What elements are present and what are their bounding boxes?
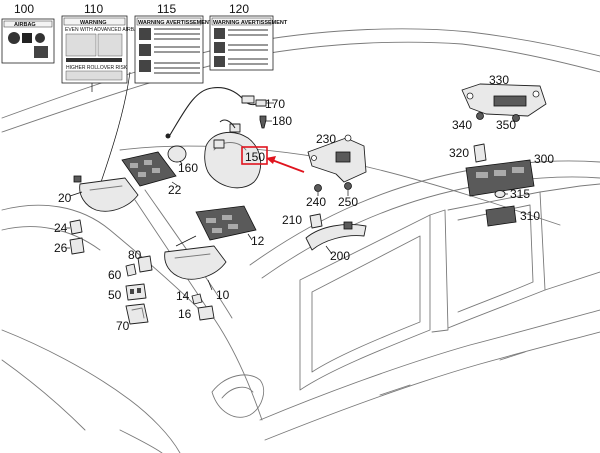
label-330[interactable]: 330: [489, 73, 509, 87]
part-350-screw: [512, 114, 520, 122]
label-150[interactable]: 150: [245, 150, 265, 164]
part-50-bracket: [125, 283, 147, 301]
part-60-clip: [125, 263, 137, 277]
part-310-lens: [485, 205, 517, 227]
part-20-sun-visor: [69, 175, 139, 212]
part-330-bracket: [461, 83, 547, 117]
label-26[interactable]: 26: [54, 241, 68, 255]
part-16-cover: [197, 305, 215, 321]
label-70[interactable]: 70: [116, 319, 130, 333]
highlight-150: [241, 146, 305, 173]
sticker-120-warning: WARNING AVERTISSEMENT: [209, 15, 288, 71]
label-180[interactable]: 180: [272, 114, 292, 128]
label-110[interactable]: 110: [84, 2, 103, 16]
part-180-screw: [259, 115, 272, 129]
part-10-sun-visor: [164, 235, 227, 291]
label-24[interactable]: 24: [54, 221, 68, 235]
label-12[interactable]: 12: [251, 234, 265, 248]
sticker-100-airbag: AIRBAG: [1, 18, 55, 64]
label-10[interactable]: 10: [216, 288, 230, 302]
label-230[interactable]: 230: [316, 132, 336, 146]
label-310[interactable]: 310: [520, 209, 540, 223]
sticker-110-warning: WARNING EVEN WITH ADVANCED AIRBAGS HIGHE…: [61, 15, 145, 84]
part-200-grab-handle: [305, 221, 367, 255]
part-210-clip: [309, 213, 323, 229]
part-160-lens: [167, 145, 187, 165]
label-20[interactable]: 20: [58, 191, 72, 205]
svg-text:WARNING AVERTISSEMENT: WARNING AVERTISSEMENT: [213, 20, 288, 26]
part-14-clip: [191, 293, 203, 305]
part-320-clip: [473, 143, 487, 163]
part-labels: 100 110 115 120 170 180 150 160 20 22 24…: [14, 2, 554, 333]
part-300-overhead-panel: [465, 159, 535, 197]
label-16[interactable]: 16: [178, 307, 192, 321]
part-340-screw: [476, 112, 484, 120]
label-320[interactable]: 320: [449, 146, 469, 160]
label-170[interactable]: 170: [265, 97, 285, 111]
svg-text:AIRBAG: AIRBAG: [14, 22, 36, 28]
label-250[interactable]: 250: [338, 195, 358, 209]
part-170-harness: [165, 87, 274, 139]
label-160[interactable]: 160: [178, 161, 198, 175]
svg-text:WARNING: WARNING: [80, 20, 107, 26]
label-120[interactable]: 120: [229, 2, 249, 16]
label-350[interactable]: 350: [496, 118, 516, 132]
part-26-clip: [66, 237, 85, 255]
label-22[interactable]: 22: [168, 183, 182, 197]
svg-text:EVEN WITH ADVANCED AIRBAGS: EVEN WITH ADVANCED AIRBAGS: [65, 27, 145, 33]
label-315[interactable]: 315: [510, 187, 530, 201]
part-12-console: [195, 205, 257, 241]
label-210[interactable]: 210: [282, 213, 302, 227]
label-340[interactable]: 340: [452, 118, 472, 132]
part-250-screw: [344, 182, 352, 196]
part-240-screw: [314, 184, 322, 196]
part-22-overhead-console: [121, 151, 179, 187]
part-315-bulb: [494, 190, 508, 198]
label-80[interactable]: 80: [128, 248, 142, 262]
svg-text:HIGHER ROLLOVER RISK: HIGHER ROLLOVER RISK: [66, 65, 128, 71]
sticker-115-warning: WARNING AVERTISSEMENT: [134, 15, 213, 84]
part-80-clip: [137, 255, 153, 273]
label-14[interactable]: 14: [176, 289, 190, 303]
part-70-cover: [125, 303, 149, 325]
label-115[interactable]: 115: [157, 2, 176, 16]
label-60[interactable]: 60: [108, 268, 122, 282]
label-240[interactable]: 240: [306, 195, 326, 209]
label-200[interactable]: 200: [330, 249, 350, 263]
part-24-clip: [66, 219, 83, 235]
svg-text:WARNING AVERTISSEMENT: WARNING AVERTISSEMENT: [138, 20, 213, 26]
label-100[interactable]: 100: [14, 2, 34, 16]
label-50[interactable]: 50: [108, 288, 122, 302]
label-300[interactable]: 300: [534, 152, 554, 166]
part-230-bracket: [307, 134, 367, 183]
